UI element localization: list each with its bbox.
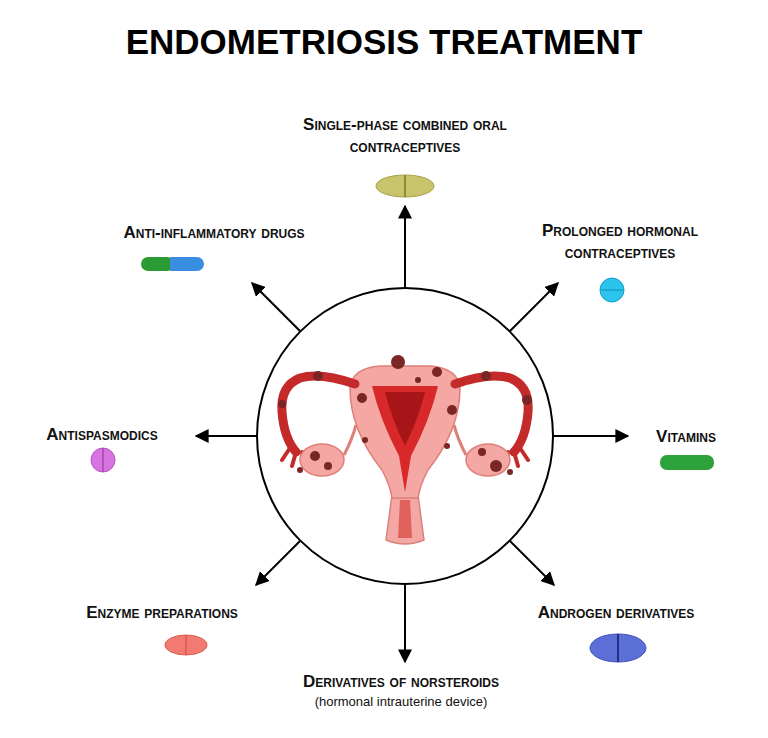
pill (376, 175, 434, 197)
arrow (510, 541, 554, 585)
arrow (256, 541, 300, 585)
arrow (196, 435, 257, 437)
treatment-label: Enzyme preparations (62, 602, 262, 624)
pill (141, 257, 204, 271)
treatment-label: Vitamins (626, 426, 746, 448)
arrow (404, 206, 406, 288)
title: ENDOMETRIOSIS TREATMENT (0, 22, 768, 62)
treatment-label: Antispasmodics (17, 424, 187, 446)
arrow (252, 283, 300, 331)
treatment-label: Derivatives of norsteroids (241, 671, 561, 693)
treatment-label: Prolonged hormonal contraceptives (505, 220, 735, 264)
uterus-illustration (278, 355, 532, 544)
treatment-label: Androgen derivatives (501, 602, 731, 624)
pill (590, 634, 646, 662)
pill (165, 635, 207, 655)
note-label: (hormonal intrauterine device) (241, 694, 561, 711)
treatment-label: Anti-inflammatory drugs (89, 222, 339, 244)
pill (660, 455, 714, 470)
center-circle (257, 288, 553, 584)
treatment-label: Single-phase combined oral contraceptive… (275, 114, 535, 158)
arrows (196, 206, 628, 662)
pill (91, 448, 115, 472)
pill (600, 278, 624, 302)
arrow (553, 435, 628, 437)
arrow (404, 584, 406, 662)
arrow (510, 283, 558, 331)
